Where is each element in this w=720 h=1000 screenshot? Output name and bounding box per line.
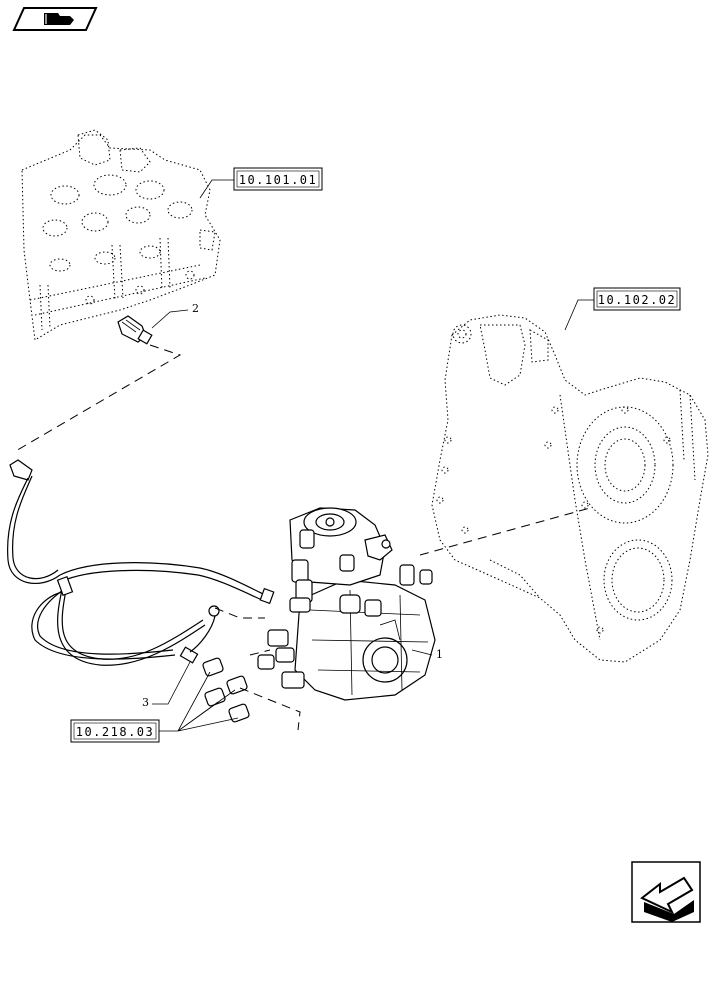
reference-label-pump-pipes: 10.218.03 xyxy=(76,725,155,739)
leader-2 xyxy=(151,309,189,329)
assembly-line-fitting-2 xyxy=(239,649,301,731)
assembly-line-pump xyxy=(419,507,591,556)
timing-case-outline xyxy=(431,314,709,663)
sensor-item-2 xyxy=(117,315,153,345)
reference-box-pump-pipes[interactable]: 10.218.03 xyxy=(70,671,239,743)
callout-2: 2 xyxy=(192,302,199,315)
next-page-arrow-icon[interactable] xyxy=(631,861,701,923)
reference-label-cylinder-head: 10.101.01 xyxy=(239,173,318,187)
pipe-fittings xyxy=(202,657,250,723)
injection-pump-item-1 xyxy=(257,507,436,701)
assembly-line-sensor xyxy=(13,344,182,453)
book-page-icon[interactable] xyxy=(12,7,98,31)
callout-3: 3 xyxy=(142,696,149,709)
wiring-harness xyxy=(7,459,275,666)
reference-box-timing-case[interactable]: 10.102.02 xyxy=(564,287,681,331)
assembly-line-fitting-1 xyxy=(214,607,265,619)
cylinder-head-outline xyxy=(21,129,221,341)
reference-label-timing-case: 10.102.02 xyxy=(598,293,677,307)
leader-1 xyxy=(411,649,433,656)
leader-3 xyxy=(152,661,191,705)
callout-1: 1 xyxy=(436,648,443,661)
reference-box-cylinder-head[interactable]: 10.101.01 xyxy=(199,167,323,199)
